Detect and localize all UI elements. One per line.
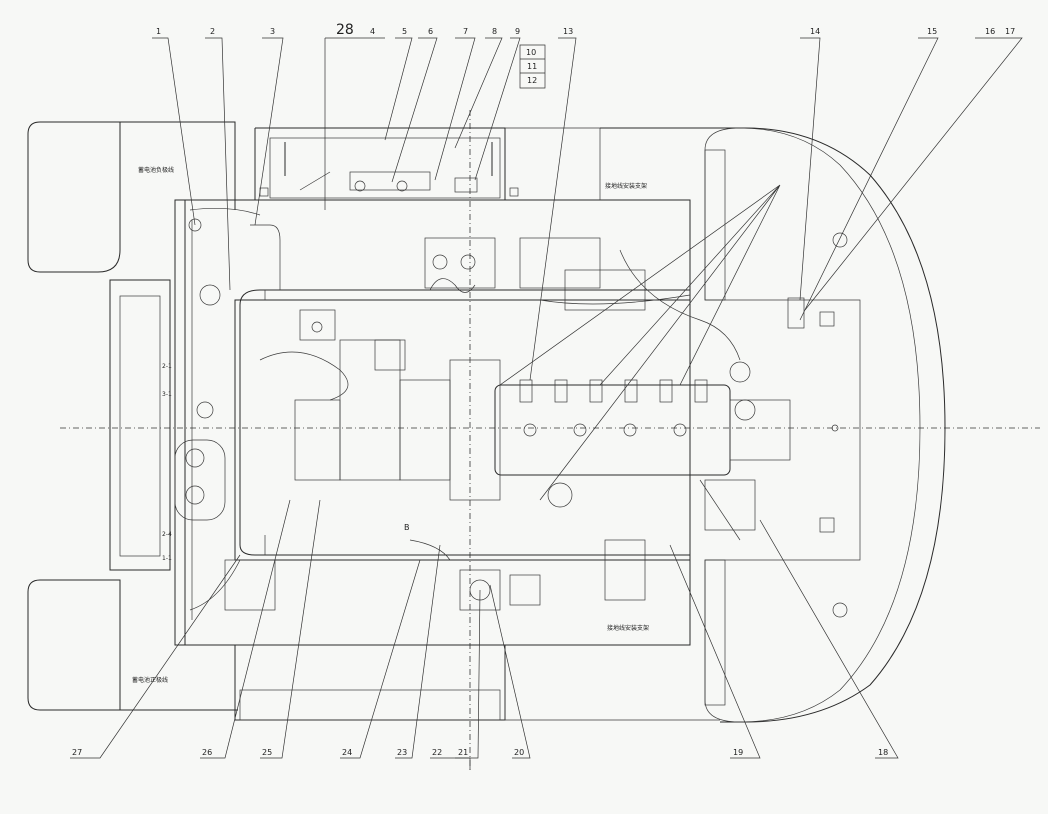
- callout-25: 25: [262, 748, 272, 757]
- callout-24: 24: [342, 748, 352, 757]
- callout-11: 11: [527, 62, 537, 71]
- callout-16: 16: [985, 27, 995, 36]
- label-battery-negative: 蓄电池负极线: [138, 166, 174, 174]
- callout-2: 2: [210, 27, 215, 36]
- svg-text:2-4: 2-4: [162, 531, 172, 538]
- callout-21: 21: [458, 748, 468, 757]
- label-ground-bracket: 接地线安装支架: [605, 182, 647, 190]
- battery-area: [259, 137, 519, 199]
- callout-22: 22: [432, 748, 442, 757]
- callout-4: 4: [370, 27, 375, 36]
- callout-28: 28: [336, 22, 354, 38]
- leader-lines-top: [152, 37, 1023, 501]
- engine-block: [224, 237, 791, 611]
- wire-harness: [174, 207, 805, 620]
- callout-10: 10: [526, 48, 536, 57]
- callout-7: 7: [463, 27, 468, 36]
- callout-19: 19: [733, 748, 743, 757]
- callout-1: 1: [156, 27, 161, 36]
- callout-20: 20: [514, 748, 524, 757]
- right-cab: [704, 127, 946, 723]
- callout-9: 9: [515, 27, 520, 36]
- callout-14: 14: [810, 27, 820, 36]
- svg-text:3-1: 3-1: [162, 391, 172, 398]
- leader-lines-bottom: [70, 44, 899, 770]
- svg-text:1-1: 1-1: [162, 555, 172, 562]
- callout-13: 13: [563, 27, 573, 36]
- left-frame: [27, 121, 238, 711]
- callouts-top: 1 2 3 4 5 6 7 8 9 10 11 12 13 14 15 16 1…: [156, 27, 1015, 85]
- label-ground-bracket-bottom: 接地线安装支架: [607, 624, 649, 632]
- callout-12: 12: [527, 76, 537, 85]
- section-label-b: B: [404, 523, 410, 532]
- callouts-bottom: 27 26 25 24 23 22 21 20 19 18: [72, 748, 888, 757]
- callout-27: 27: [72, 748, 82, 757]
- left-scale-marks: 2-1 3-1 2-4 1-1: [162, 363, 172, 562]
- svg-text:2-1: 2-1: [162, 363, 172, 370]
- injectors: [519, 379, 708, 403]
- callout-15: 15: [927, 27, 937, 36]
- callout-23: 23: [397, 748, 407, 757]
- callout-5: 5: [402, 27, 407, 36]
- label-battery-positive: 蓄电池正极线: [132, 676, 168, 684]
- callout-17: 17: [1005, 27, 1015, 36]
- main-chassis: [174, 127, 720, 721]
- callout-18: 18: [878, 748, 888, 757]
- callout-3: 3: [270, 27, 275, 36]
- callout-6: 6: [428, 27, 433, 36]
- callout-26: 26: [202, 748, 212, 757]
- callout-8: 8: [492, 27, 497, 36]
